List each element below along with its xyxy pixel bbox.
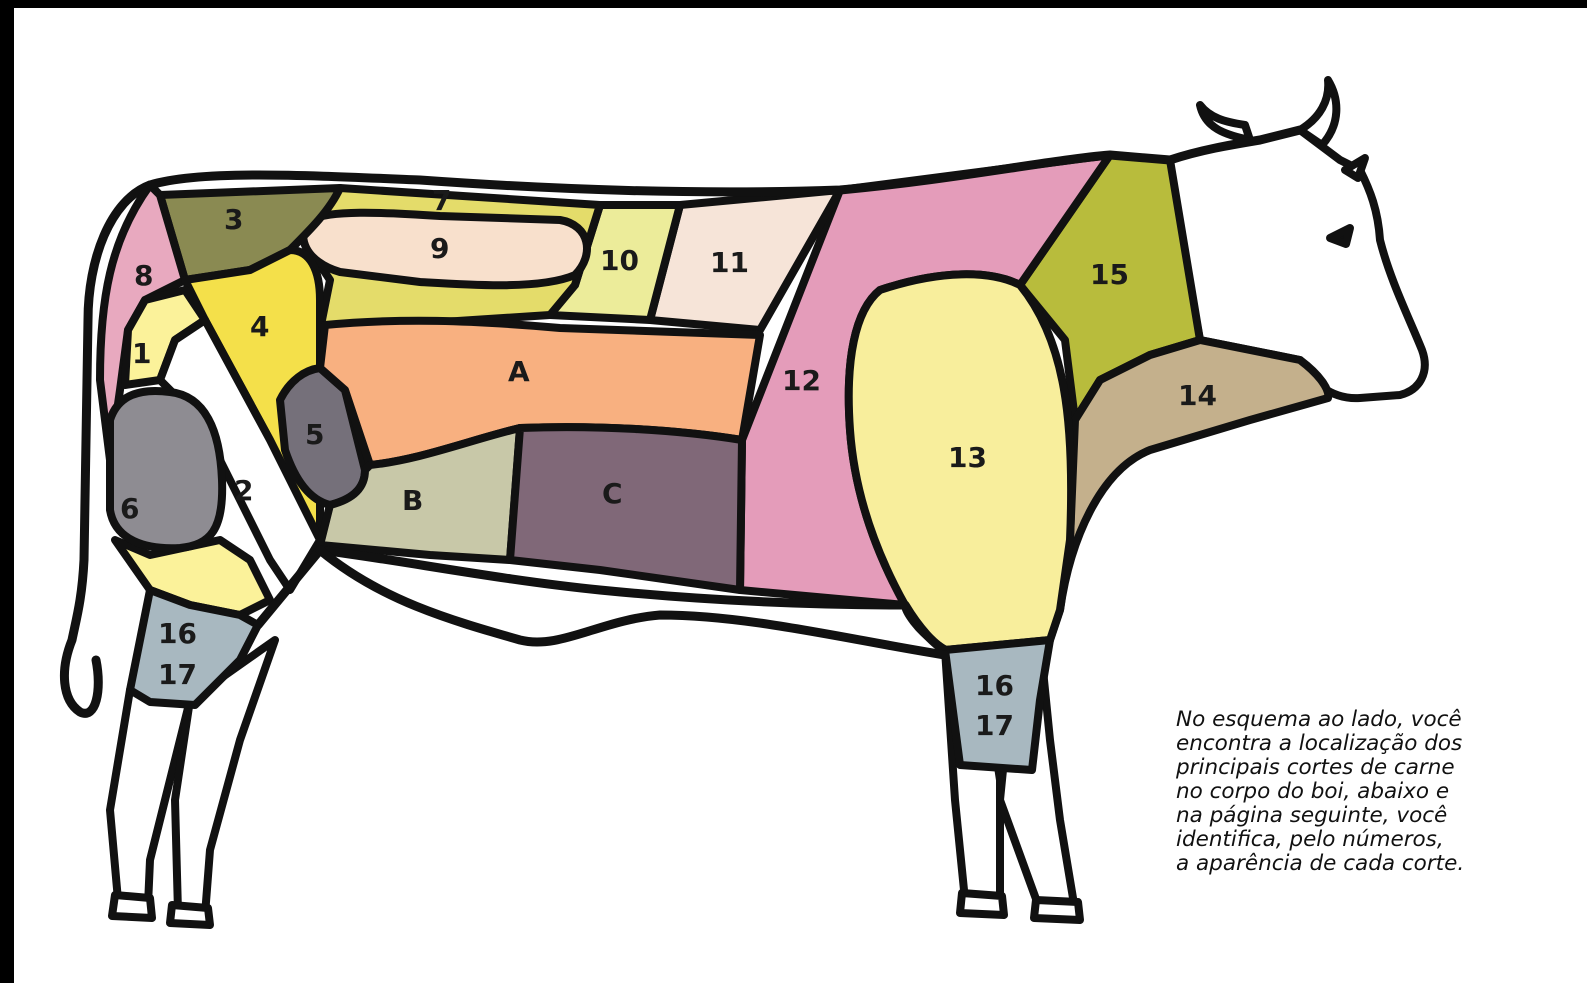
label-16-front: 16: [975, 669, 1014, 702]
caption-line: No esquema ao lado, você: [1176, 708, 1576, 732]
label-13: 13: [948, 441, 987, 474]
hoof: [1034, 900, 1080, 920]
label-A: A: [508, 355, 530, 388]
horn-right: [1300, 80, 1336, 145]
label-17-rear: 17: [158, 658, 197, 691]
horn-left: [1200, 105, 1250, 140]
label-5: 5: [305, 418, 324, 451]
label-2: 2: [234, 474, 253, 507]
label-15: 15: [1090, 258, 1129, 291]
cut-16-17-front: [945, 640, 1050, 770]
label-8: 8: [134, 259, 153, 292]
label-17-front: 17: [975, 709, 1014, 742]
caption-line: no corpo do boi, abaixo e: [1176, 780, 1576, 804]
label-11: 11: [710, 246, 749, 279]
label-6: 6: [120, 492, 139, 525]
label-4: 4: [250, 310, 269, 343]
caption-line: na página seguinte, você: [1176, 804, 1576, 828]
label-9: 9: [430, 232, 449, 265]
label-1: 1: [132, 337, 151, 370]
caption-line: identifica, pelo números,: [1176, 828, 1576, 852]
hoof: [170, 905, 210, 925]
hoof: [960, 893, 1004, 915]
hoof: [112, 895, 152, 918]
label-10: 10: [600, 244, 639, 277]
caption-line: principais cortes de carne: [1176, 756, 1576, 780]
caption-line: a aparência de cada corte.: [1176, 852, 1576, 876]
cut-C: [510, 427, 742, 590]
label-7: 7: [432, 184, 451, 217]
caption: No esquema ao lado, você encontra a loca…: [1176, 708, 1576, 876]
label-B: B: [402, 484, 423, 517]
caption-line: encontra a localização dos: [1176, 732, 1576, 756]
label-14: 14: [1178, 379, 1217, 412]
label-C: C: [602, 477, 623, 510]
label-12: 12: [782, 364, 821, 397]
label-16-rear: 16: [158, 617, 197, 650]
label-3: 3: [224, 203, 243, 236]
